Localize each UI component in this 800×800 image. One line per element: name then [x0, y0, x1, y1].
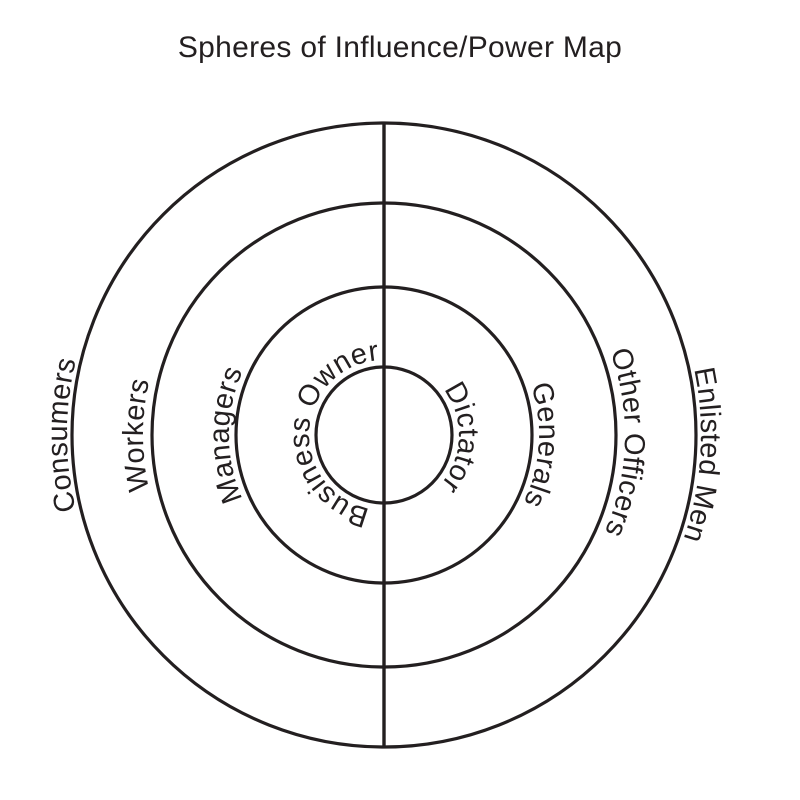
sphere-rings-group: [70, 121, 698, 749]
diagram-title: Spheres of Influence/Power Map: [178, 31, 622, 64]
label-generals: Generals: [517, 379, 564, 513]
label-business-owner: Business Owner: [284, 335, 381, 533]
label-managers: Managers: [204, 362, 249, 508]
label-other-officers: Other Officers: [598, 344, 650, 542]
label-workers: Workers: [118, 375, 156, 494]
label-enlisted-men: Enlisted Men: [677, 365, 726, 547]
label-dictator: Dictator: [435, 377, 484, 500]
label-consumers: Consumers: [42, 354, 83, 515]
